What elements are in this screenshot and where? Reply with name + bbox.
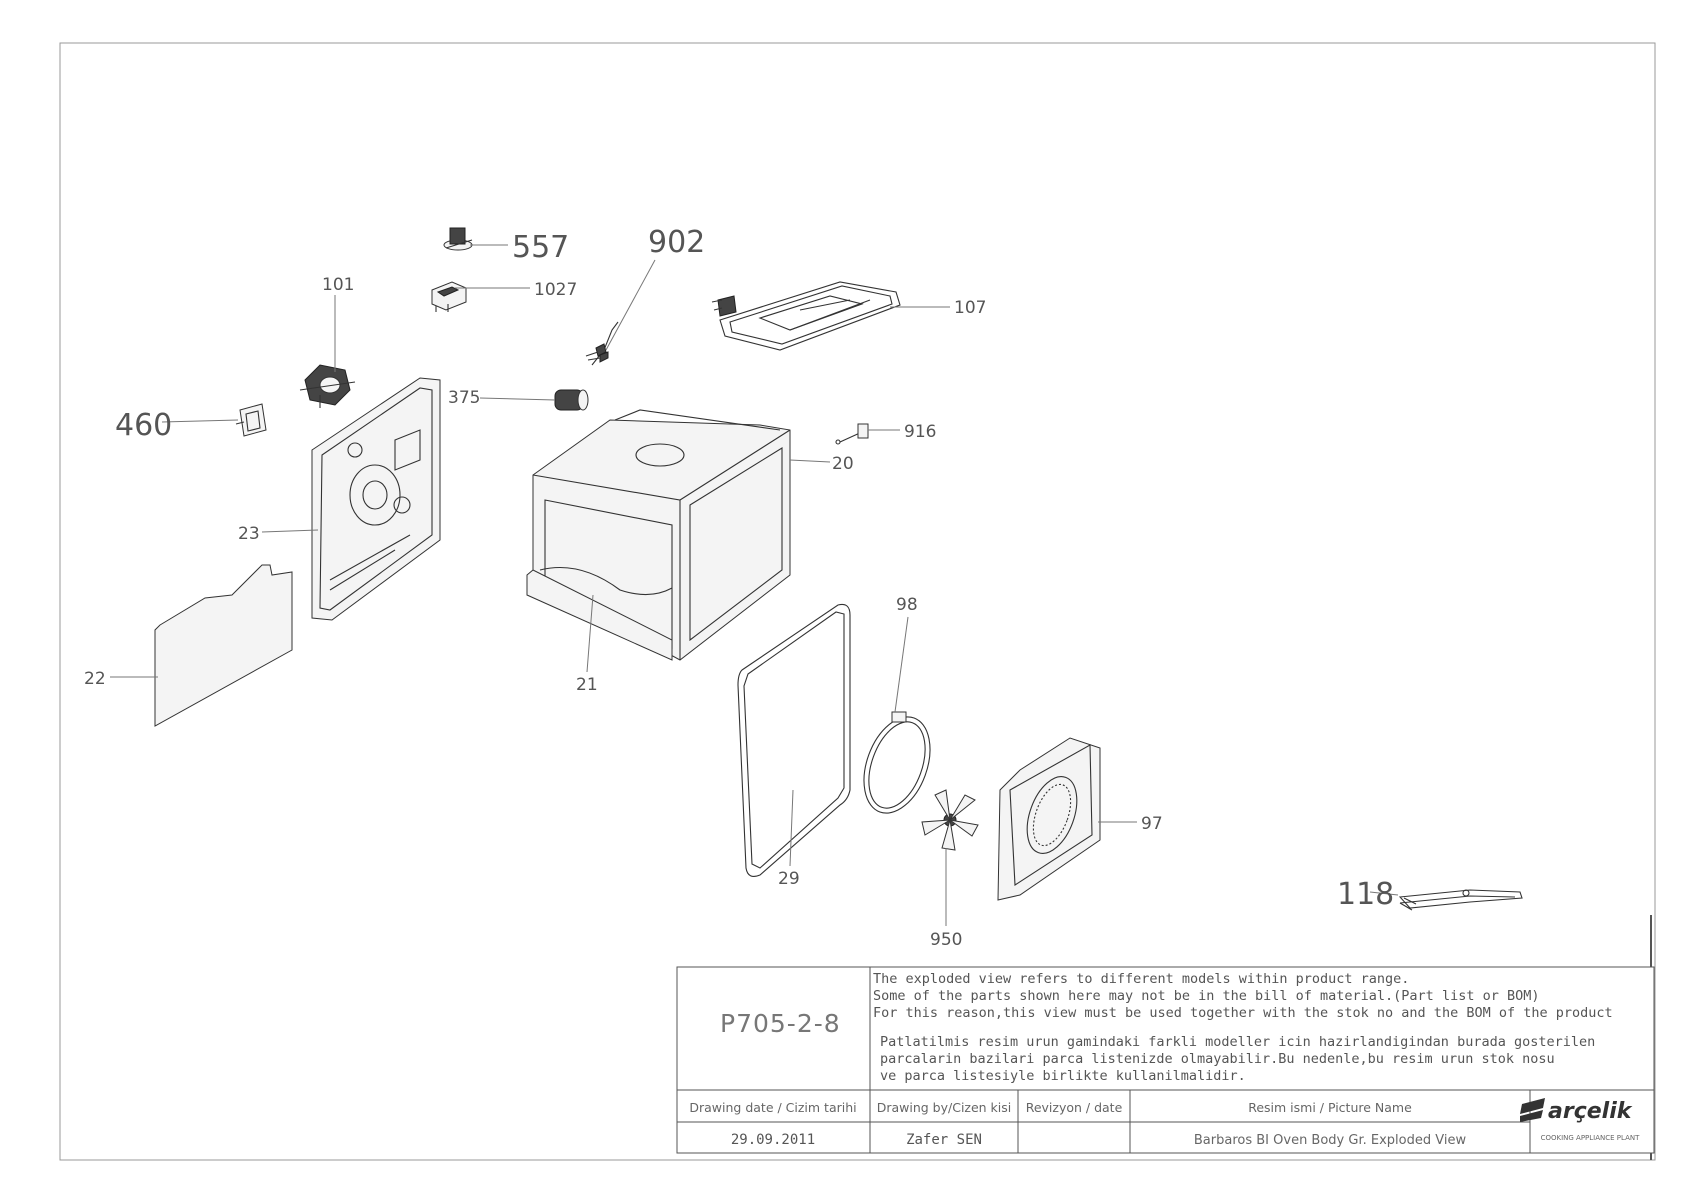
callout-118: 118: [1337, 877, 1394, 912]
part-22-insulation: [154, 564, 293, 727]
brand-name: arçelik: [1548, 1099, 1633, 1124]
value-drawing-date: 29.09.2011: [731, 1132, 815, 1148]
leader-lines: [110, 244, 1399, 926]
sheet-border: [59, 42, 1656, 1161]
part-916-sensor: [835, 423, 869, 445]
callout-20: 20: [832, 454, 854, 474]
callout-22: 22: [84, 669, 106, 689]
callout-1027: 1027: [534, 280, 577, 300]
note-en-2: Some of the parts shown here may not be …: [873, 988, 1539, 1004]
callout-21: 21: [576, 675, 598, 695]
part-101-fan-motor: [299, 364, 356, 408]
part-98-circular-heater: [863, 711, 931, 814]
title-block: P705-2-8 The exploded view refers to dif…: [676, 966, 1655, 1154]
callout-98: 98: [896, 595, 918, 615]
brand-logo-icon: [1520, 1098, 1545, 1114]
value-picture-name: Barbaros BI Oven Body Gr. Exploded View: [1194, 1133, 1467, 1148]
note-tr-2: parcalarin bazilari parca listenizde olm…: [880, 1051, 1555, 1067]
callout-557: 557: [512, 230, 569, 265]
note-tr-1: Patlatilmis resim urun gamindaki farkli …: [880, 1034, 1595, 1050]
callout-916: 916: [904, 422, 936, 442]
header-drawing-by: Drawing by/Cizen kisi: [877, 1100, 1012, 1115]
callout-375: 375: [448, 388, 480, 408]
value-drawing-by: Zafer SEN: [906, 1132, 982, 1148]
part-902-thermostat-probe: [585, 321, 619, 366]
brand-logo: arçelik COOKING APPLIANCE PLANT: [1520, 1098, 1640, 1142]
callout-101: 101: [322, 275, 354, 295]
part-557-thermostat: [443, 227, 473, 251]
part-21-bottom-insulation: [526, 569, 673, 661]
callout-902: 902: [648, 225, 705, 260]
callout-107: 107: [954, 298, 986, 318]
part-29-door-seal: [737, 603, 851, 877]
part-118-rear-element: [1398, 889, 1523, 911]
part-20-oven-cavity: [532, 409, 791, 661]
header-drawing-date: Drawing date / Cizim tarihi: [689, 1100, 856, 1115]
note-en-1: The exploded view refers to different mo…: [873, 971, 1409, 987]
drawing-code: P705-2-8: [720, 1009, 841, 1038]
callout-29: 29: [778, 869, 800, 889]
header-revision: Revizyon / date: [1026, 1100, 1123, 1115]
part-97-fan-cover: [997, 737, 1101, 901]
part-23-back-panel: [311, 377, 441, 621]
part-950-fan-blade: [921, 789, 979, 851]
part-1027-switch: [431, 281, 467, 312]
callout-950: 950: [930, 930, 962, 950]
callout-97: 97: [1141, 814, 1163, 834]
part-107-heater: [711, 281, 901, 351]
note-tr-3: ve parca listesiyle birlikte kullanilmal…: [880, 1068, 1246, 1084]
header-picture-name: Resim ismi / Picture Name: [1248, 1100, 1412, 1115]
brand-subtitle: COOKING APPLIANCE PLANT: [1541, 1134, 1641, 1142]
part-375-lamp: [554, 389, 589, 411]
callout-460: 460: [115, 408, 172, 443]
callout-23: 23: [238, 524, 260, 544]
note-en-3: For this reason,this view must be used t…: [873, 1005, 1613, 1021]
part-460-bracket: [235, 403, 267, 437]
